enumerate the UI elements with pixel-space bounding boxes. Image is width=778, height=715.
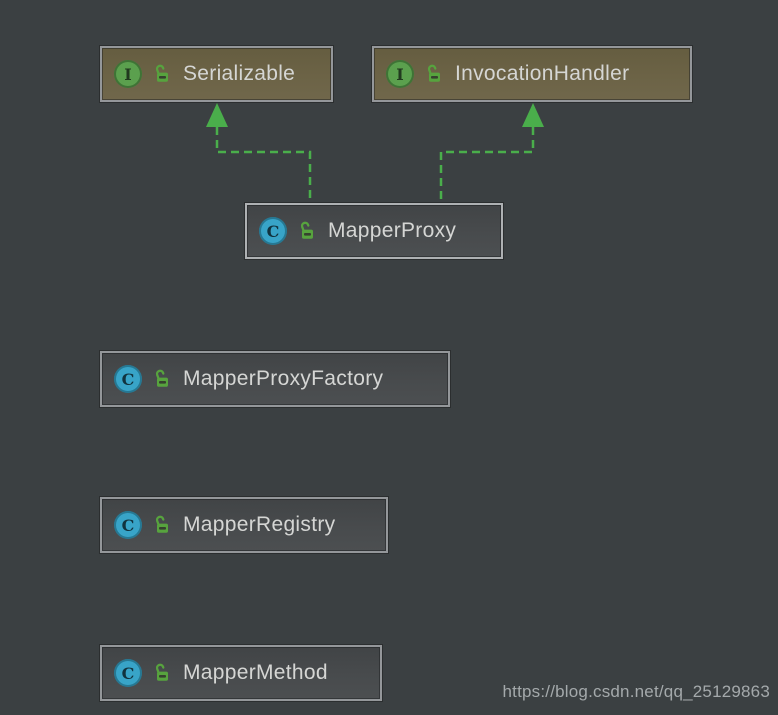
class-badge-icon: C	[114, 511, 142, 539]
diagram-node-mappermethod[interactable]: C MapperMethod	[100, 645, 382, 701]
unlocked-padlock-icon	[423, 64, 443, 84]
unlocked-padlock-icon	[151, 64, 171, 84]
unlocked-padlock-icon	[151, 515, 171, 535]
diagram-node-mapperregistry[interactable]: C MapperRegistry	[100, 497, 388, 553]
unlocked-padlock-icon	[151, 663, 171, 683]
class-badge-icon: C	[114, 659, 142, 687]
node-label: MapperRegistry	[183, 513, 336, 536]
interface-badge-icon: I	[386, 60, 414, 88]
arrowhead-up-icon	[522, 103, 544, 127]
diagram-node-invocationhandler[interactable]: I InvocationHandler	[372, 46, 692, 102]
node-label: MapperProxyFactory	[183, 367, 384, 390]
node-label: InvocationHandler	[455, 62, 630, 85]
arrowhead-up-icon	[206, 103, 228, 127]
diagram-node-mapperproxyfactory[interactable]: C MapperProxyFactory	[100, 351, 450, 407]
node-label: Serializable	[183, 62, 296, 85]
csdn-watermark: https://blog.csdn.net/qq_25129863	[502, 682, 770, 701]
diagram-node-serializable[interactable]: I Serializable	[100, 46, 333, 102]
implements-edge-mapperproxy-serializable[interactable]	[206, 103, 312, 202]
class-badge-icon: C	[114, 365, 142, 393]
interface-badge-icon: I	[114, 60, 142, 88]
class-badge-icon: C	[259, 217, 287, 245]
unlocked-padlock-icon	[151, 369, 171, 389]
diagram-node-mapperproxy[interactable]: C MapperProxy	[245, 203, 503, 259]
node-label: MapperProxy	[328, 219, 457, 242]
unlocked-padlock-icon	[296, 221, 316, 241]
implements-edge-mapperproxy-invocationhandler[interactable]	[439, 103, 544, 202]
node-label: MapperMethod	[183, 661, 328, 684]
